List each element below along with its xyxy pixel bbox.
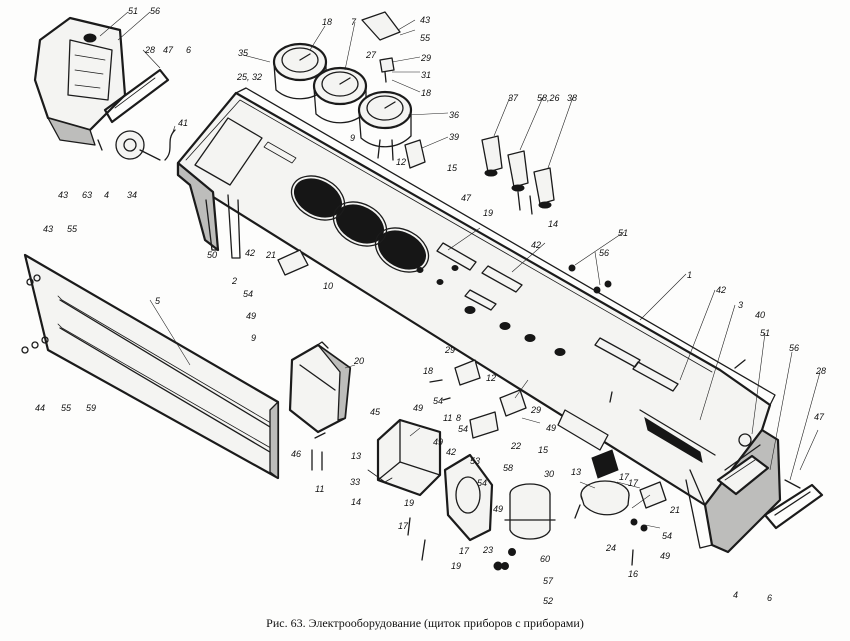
right-light-housing — [716, 433, 824, 530]
cover-plate — [23, 253, 280, 480]
figure-caption: Рис. 63. Электрооборудование (щиток приб… — [266, 616, 584, 630]
small-brackets — [277, 249, 667, 509]
gauge-cluster — [272, 11, 426, 169]
fasteners — [21, 264, 801, 571]
regulator-33 — [367, 418, 442, 497]
canister-30 — [504, 483, 556, 540]
leader-lines — [99, 11, 821, 529]
component-23 — [443, 453, 494, 542]
instrument-panel — [176, 87, 782, 554]
top-switches — [481, 135, 555, 215]
left-light-housing — [33, 16, 176, 161]
relay-20 — [288, 341, 352, 434]
switch-24 — [580, 449, 630, 516]
